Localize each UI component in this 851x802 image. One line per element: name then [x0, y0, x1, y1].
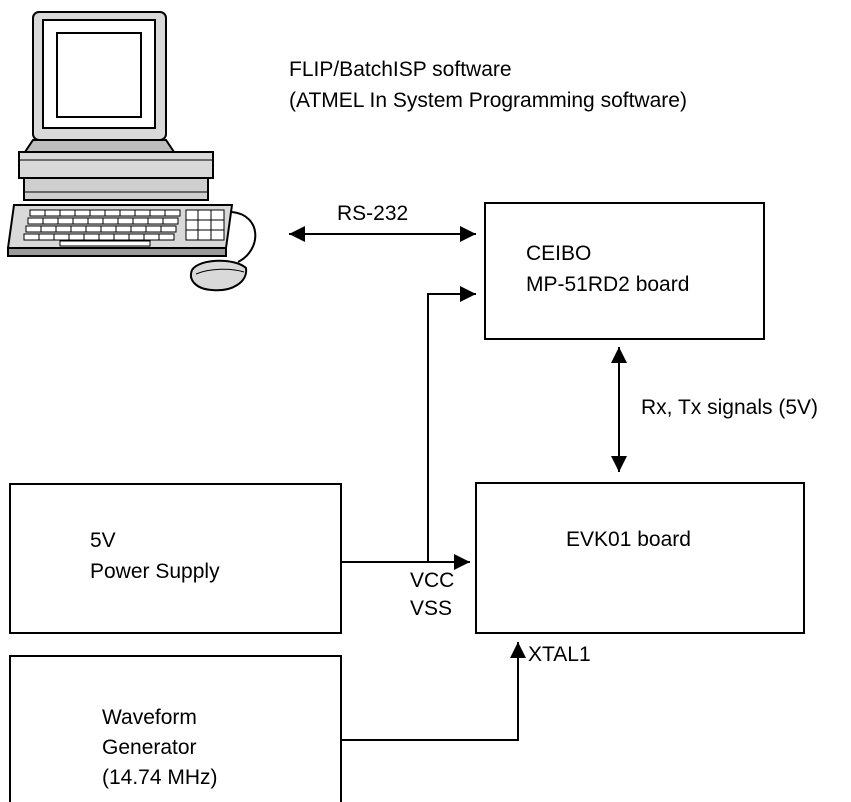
power-supply-box	[9, 483, 342, 634]
power-supply-label: Power Supply	[90, 560, 220, 583]
ceibo-board-box	[484, 202, 765, 340]
waveform-label: Waveform	[102, 706, 197, 729]
rx-tx-label: Rx, Tx signals (5V)	[641, 396, 818, 419]
xtal1-label: XTAL1	[528, 643, 591, 666]
computer-icon	[6, 11, 257, 292]
evk01-label: EVK01 board	[566, 528, 691, 551]
power-to-ceibo-arrow	[427, 286, 476, 562]
rs232-label: RS-232	[337, 202, 408, 225]
vcc-label: VCC	[410, 569, 454, 592]
generator-label: Generator	[102, 736, 197, 759]
vss-label: VSS	[410, 597, 452, 620]
software-title: FLIP/BatchISP software	[289, 58, 512, 81]
ceibo-model-label: MP-51RD2 board	[526, 273, 689, 296]
software-subtitle: (ATMEL In System Programming software)	[289, 89, 687, 112]
xtal1-arrow	[341, 642, 526, 741]
evk01-board-box	[475, 482, 805, 634]
frequency-label: (14.74 MHz)	[102, 766, 218, 789]
power-supply-voltage-label: 5V	[90, 529, 116, 552]
ceibo-label: CEIBO	[526, 242, 591, 265]
waveform-generator-box	[9, 655, 342, 802]
